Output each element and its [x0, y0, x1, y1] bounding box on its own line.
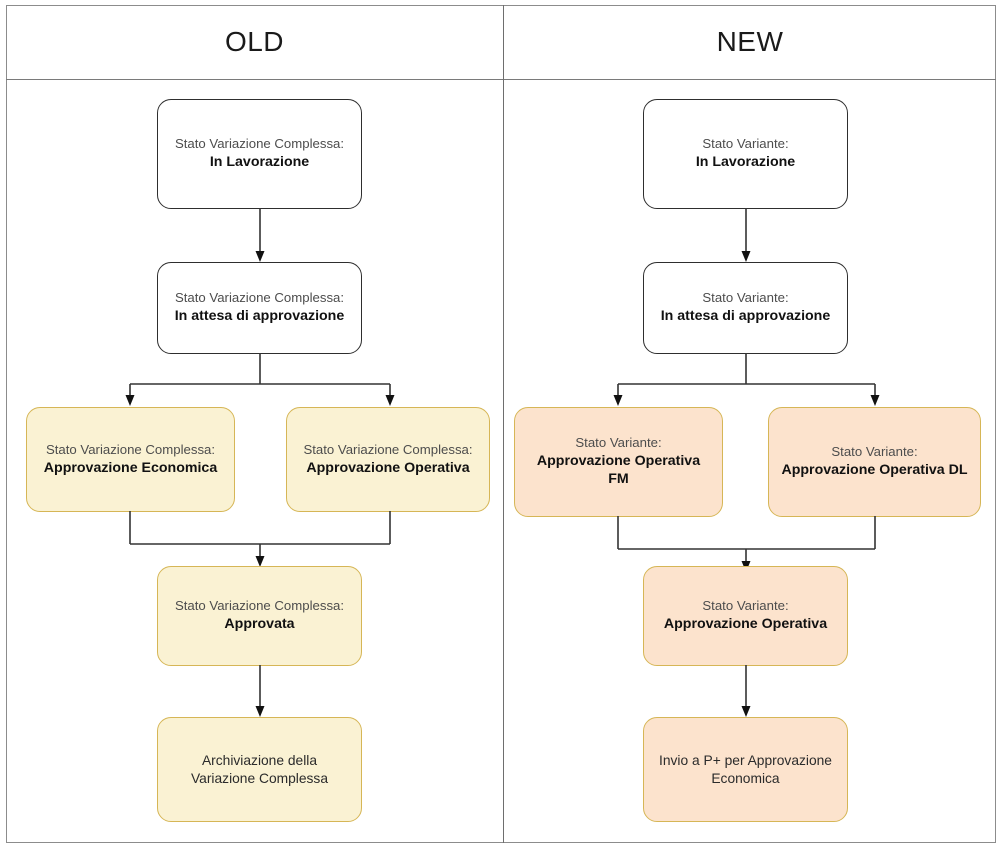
node-old-approvata[interactable]: Stato Variazione Complessa: Approvata	[157, 566, 362, 666]
node-label-primary: Stato Variazione Complessa:	[45, 441, 216, 457]
node-old-archiviazione[interactable]: Archiviazione della Variazione Complessa	[157, 717, 362, 822]
header-divider-line	[6, 79, 996, 80]
node-label-secondary: Approvazione Operativa FM	[536, 453, 701, 488]
node-label-primary: Stato Variazione Complessa:	[174, 136, 345, 152]
node-new-approvazione-operativa-fm[interactable]: Stato Variante: Approvazione Operativa F…	[514, 407, 723, 517]
node-label-secondary: In attesa di approvazione	[174, 308, 345, 325]
node-new-invio-p-plus[interactable]: Invio a P+ per Approvazione Economica	[643, 717, 848, 822]
node-new-in-lavorazione[interactable]: Stato Variante: In Lavorazione	[643, 99, 848, 209]
node-label-primary: Stato Variante:	[831, 444, 918, 460]
node-label-secondary: In Lavorazione	[695, 154, 796, 171]
node-label-primary: Stato Variazione Complessa:	[303, 441, 473, 457]
node-label-primary: Archiviazione della Variazione Complessa	[190, 752, 328, 786]
node-label-primary: Stato Variante:	[702, 136, 789, 152]
node-label-secondary: In attesa di approvazione	[660, 308, 831, 325]
node-label-primary: Stato Variante:	[575, 435, 662, 451]
node-old-approvazione-economica[interactable]: Stato Variazione Complessa: Approvazione…	[26, 407, 235, 512]
node-label-primary: Stato Variazione Complessa:	[174, 290, 345, 306]
node-label-secondary: Approvazione Operativa DL	[781, 462, 968, 479]
column-divider-line	[503, 5, 504, 843]
column-header-new: NEW	[716, 26, 784, 57]
node-new-in-attesa-approvazione[interactable]: Stato Variante: In attesa di approvazion…	[643, 262, 848, 354]
node-label-secondary: Approvazione Operativa	[306, 459, 470, 476]
node-label-secondary: Approvazione Economica	[43, 459, 218, 476]
column-header-old: OLD	[224, 26, 285, 57]
node-old-in-attesa-approvazione[interactable]: Stato Variazione Complessa: In attesa di…	[157, 262, 362, 354]
diagram-outer-border	[6, 5, 996, 843]
node-label-secondary: In Lavorazione	[209, 154, 310, 171]
node-label-primary: Stato Variante:	[702, 290, 789, 306]
node-label-primary: Stato Variazione Complessa:	[174, 598, 345, 614]
node-label-secondary: Approvazione Operativa	[663, 616, 828, 633]
node-new-approvazione-operativa-dl[interactable]: Stato Variante: Approvazione Operativa D…	[768, 407, 981, 517]
node-label-primary: Invio a P+ per Approvazione Economica	[659, 752, 832, 786]
node-label-primary: Stato Variante:	[702, 598, 789, 614]
node-old-in-lavorazione[interactable]: Stato Variazione Complessa: In Lavorazio…	[157, 99, 362, 209]
node-new-approvazione-operativa[interactable]: Stato Variante: Approvazione Operativa	[643, 566, 848, 666]
node-old-approvazione-operativa[interactable]: Stato Variazione Complessa: Approvazione…	[286, 407, 490, 512]
node-label-secondary: Approvata	[224, 616, 295, 633]
